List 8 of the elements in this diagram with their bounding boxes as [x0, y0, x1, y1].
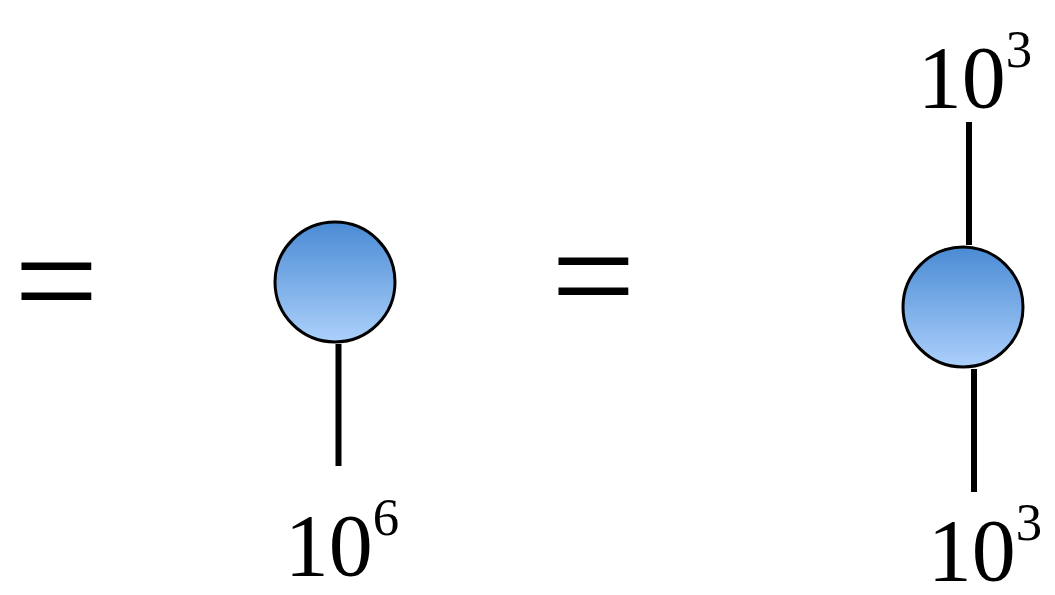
equals-sign: = [551, 200, 636, 350]
tensor-leg [335, 344, 342, 466]
dimension-label: 10$^{6}$ [284, 502, 400, 590]
dimension-label: 10$^{3}$ [917, 34, 1033, 122]
equals-sign: = [14, 205, 99, 355]
tensor-leg [966, 122, 972, 245]
tensor-leg [971, 369, 977, 492]
dimension-label: 10$^{3}$ [927, 507, 1043, 595]
